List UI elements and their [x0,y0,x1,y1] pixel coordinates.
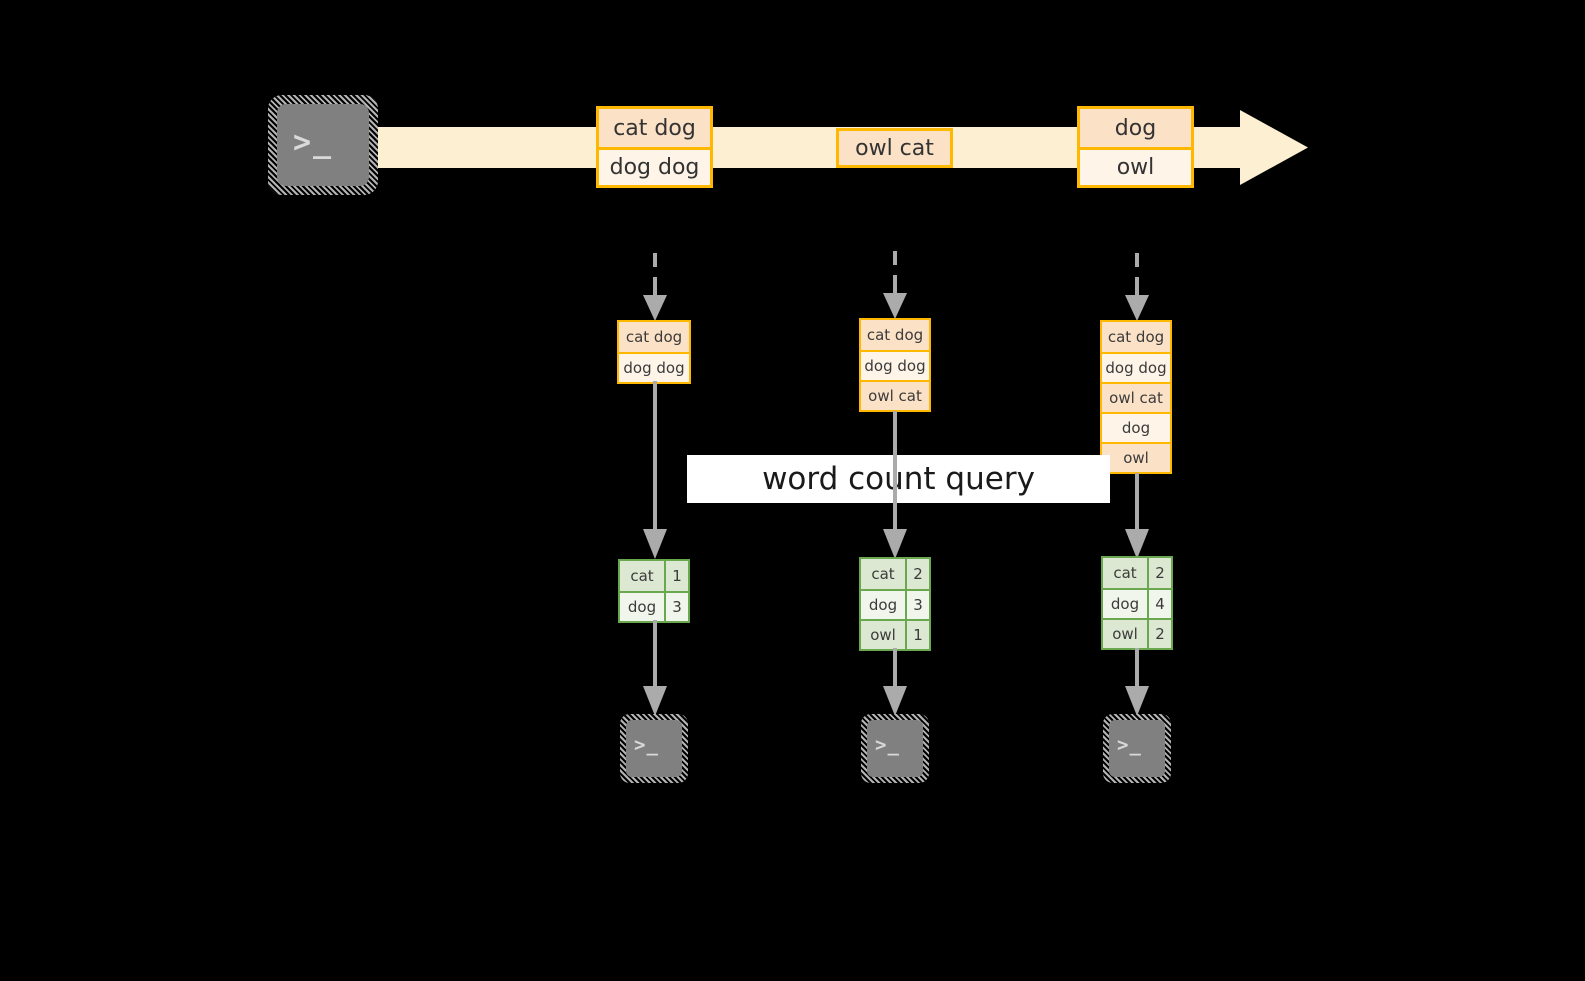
snapshot-2-query-arrow [883,411,907,559]
result-word: cat [1103,558,1147,588]
snapshot-3-result-table: cat 2 dog 4 owl 2 [1101,556,1173,650]
table-row: owl 2 [1103,618,1171,648]
terminal-prompt-glyph: >_ [293,125,334,160]
snapshot-3-query-arrow [1125,473,1149,559]
terminal-body [626,720,682,777]
table-row: cat 1 [620,561,688,591]
table-row: dog 3 [861,589,929,619]
snapshot-3-sink-arrow [1125,648,1149,716]
terminal-prompt-glyph: >_ [1117,734,1142,756]
stream-event-box-2: owl cat [836,128,953,168]
result-count: 4 [1147,590,1171,618]
snapshot-1-sink-arrow [643,620,667,716]
snapshot-1-dashed-connector [643,253,667,321]
word-count-query-label: word count query [687,455,1110,503]
table-row: cat dog [861,320,929,350]
table-row: dog 3 [620,591,688,621]
terminal-body [277,104,369,186]
result-word: owl [861,621,905,649]
stream-event-line: cat dog [599,109,710,147]
terminal-prompt-glyph: >_ [875,734,900,756]
snapshot-2-result-table: cat 2 dog 3 owl 1 [859,557,931,651]
stream-event-line: dog [1080,109,1191,147]
table-row: cat dog [1102,322,1170,352]
table-row: dog dog [861,350,929,380]
result-word: dog [1103,590,1147,618]
table-row: owl cat [861,380,929,410]
snapshot-1-result-table: cat 1 dog 3 [618,559,690,623]
terminal-prompt-glyph: >_ [634,734,659,756]
result-count: 3 [905,591,929,619]
table-row: cat 2 [1103,558,1171,588]
result-count: 2 [905,559,929,589]
result-count: 2 [1147,558,1171,588]
snapshot-2-sink-arrow [883,648,907,716]
result-count: 3 [664,593,688,621]
snapshot-1-input-table: cat dog dog dog [617,320,691,384]
result-word: cat [861,559,905,589]
stream-event-line: owl [1080,147,1191,185]
table-row: dog dog [619,352,689,382]
snapshot-1-sink-terminal-icon: >_ [620,714,688,783]
source-terminal-icon: >_ [268,95,378,195]
table-row: owl cat [1102,382,1170,412]
result-count: 1 [664,561,688,591]
terminal-body [867,720,923,777]
table-row: cat 2 [861,559,929,589]
stream-event-line: owl cat [839,131,950,165]
snapshot-2-input-table: cat dog dog dog owl cat [859,318,931,412]
table-row: dog 4 [1103,588,1171,618]
table-row: dog [1102,412,1170,442]
table-row: owl 1 [861,619,929,649]
result-word: cat [620,561,664,591]
snapshot-1-query-arrow [643,381,667,559]
result-count: 1 [905,621,929,649]
stream-event-box-3: dog owl [1077,106,1194,188]
result-word: dog [861,591,905,619]
snapshot-2-sink-terminal-icon: >_ [861,714,929,783]
terminal-body [1109,720,1165,777]
table-row: dog dog [1102,352,1170,382]
stream-event-box-1: cat dog dog dog [596,106,713,188]
result-count: 2 [1147,620,1171,648]
result-word: dog [620,593,664,621]
snapshot-2-dashed-connector [883,251,907,319]
stream-event-line: dog dog [599,147,710,185]
snapshot-3-dashed-connector [1125,253,1149,321]
snapshot-3-sink-terminal-icon: >_ [1103,714,1171,783]
snapshot-3-input-table: cat dog dog dog owl cat dog owl [1100,320,1172,474]
result-word: owl [1103,620,1147,648]
table-row: owl [1102,442,1170,472]
table-row: cat dog [619,322,689,352]
